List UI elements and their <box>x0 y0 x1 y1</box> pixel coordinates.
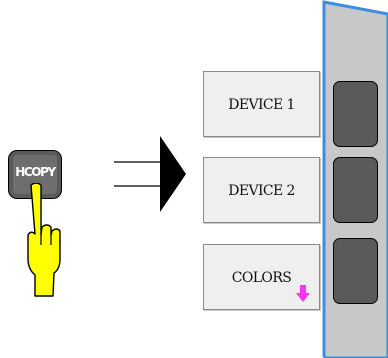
side-button-2[interactable] <box>333 157 378 223</box>
softkey-device-1-label: DEVICE 1 <box>228 97 295 113</box>
side-button-1[interactable] <box>333 81 378 147</box>
softkey-device-2-label: DEVICE 2 <box>228 183 295 199</box>
softkey-colors[interactable]: COLORS <box>203 244 320 310</box>
softkey-colors-label: COLORS <box>231 270 292 286</box>
right-arrow-icon <box>114 136 186 212</box>
softkey-device-1[interactable]: DEVICE 1 <box>203 71 320 137</box>
pointing-hand-icon <box>27 183 61 297</box>
submenu-arrow-icon <box>296 285 310 302</box>
hcopy-hardkey-label: HCOPY <box>15 165 56 179</box>
side-button-3[interactable] <box>333 238 378 304</box>
softkey-device-2[interactable]: DEVICE 2 <box>203 157 320 223</box>
